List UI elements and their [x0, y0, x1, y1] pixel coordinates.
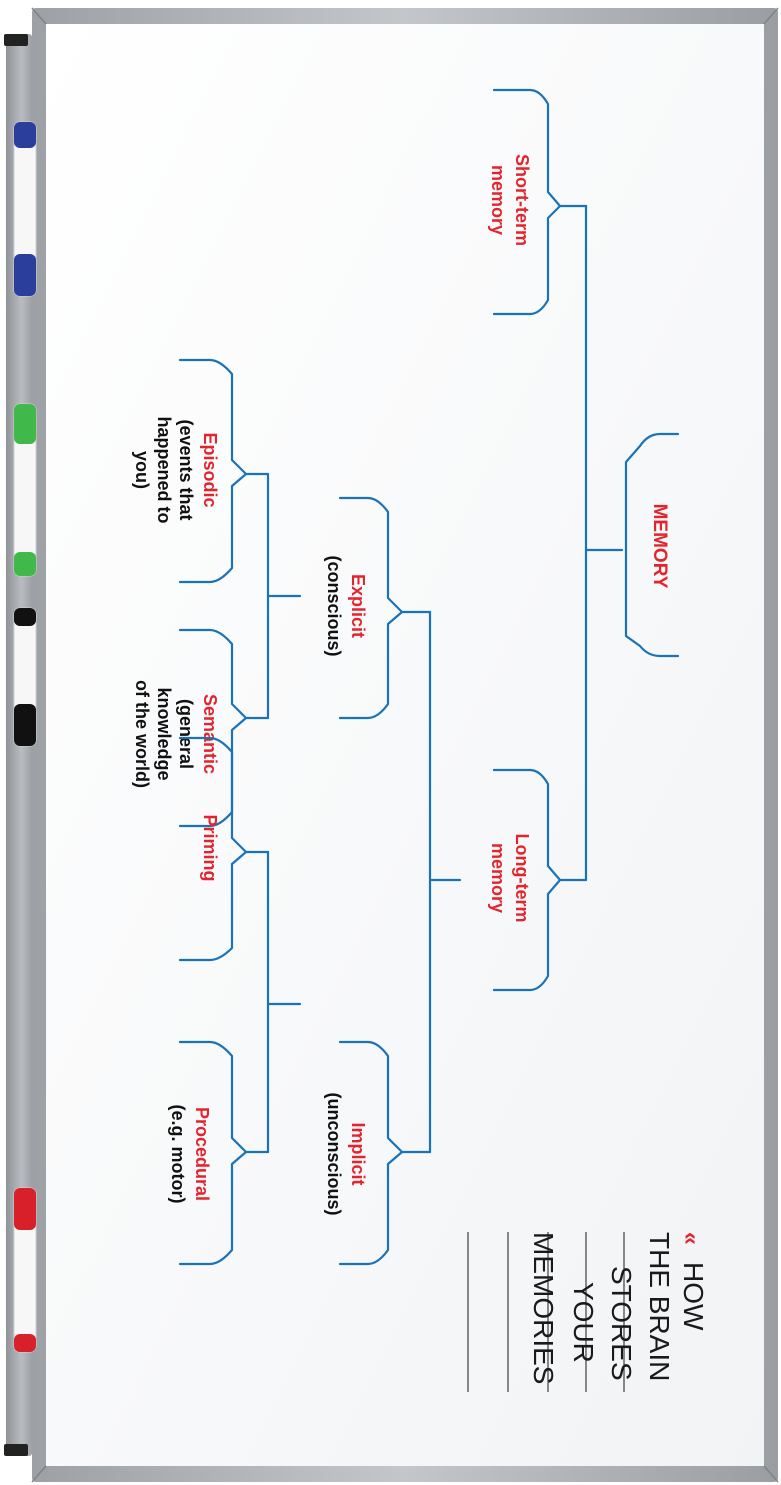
procedural-note: (e.g. motor)	[168, 1105, 188, 1204]
marker-green[interactable]	[13, 403, 37, 577]
tree-connectors	[266, 204, 624, 1154]
marker-cap	[14, 704, 36, 746]
semantic-note-line3: of the world)	[132, 680, 152, 788]
explicit-bracket	[338, 496, 432, 720]
node-memory: MEMORY	[624, 432, 680, 658]
procedural-label: Procedural	[192, 1107, 212, 1201]
marker-cap	[14, 404, 36, 444]
board-surface	[46, 24, 764, 1466]
semantic-bracket	[178, 628, 270, 828]
title-block: « HOW THE BRAIN STORES YOUR MEMORIES	[467, 1232, 709, 1392]
long-term-label-line1: Long-term	[512, 834, 532, 923]
tray-end-cap	[4, 1444, 28, 1456]
marker-cap	[14, 254, 36, 296]
procedural-bracket	[178, 1040, 270, 1266]
node-short-term: Short-term memory	[488, 88, 588, 316]
marker-cap	[14, 122, 36, 148]
priming-label: Priming	[200, 814, 220, 881]
long-term-bracket	[492, 768, 588, 992]
priming-bracket	[178, 736, 270, 962]
explicit-label: Explicit	[348, 574, 368, 638]
node-long-term: Long-term memory	[488, 768, 588, 992]
title-line-5: MEMORIES	[528, 1232, 559, 1384]
semantic-note-line2: knowledge	[154, 687, 174, 780]
frame-corner	[763, 1465, 779, 1483]
marker-blue[interactable]	[13, 121, 37, 297]
implicit-bracket	[338, 1040, 432, 1266]
node-procedural: Procedural (e.g. motor)	[168, 1040, 270, 1266]
short-term-label-line2: memory	[488, 165, 508, 235]
frame-corner	[31, 7, 47, 25]
long-term-label-line2: memory	[488, 843, 508, 913]
title-line-1: HOW	[678, 1262, 709, 1331]
explicit-note: (conscious)	[324, 555, 344, 656]
title-line-3: STORES	[606, 1266, 637, 1381]
marker-cap	[14, 552, 36, 576]
node-episodic: Episodic (events that happened to you)	[132, 358, 270, 584]
node-semantic: Semantic (general knowledge of the world…	[132, 628, 270, 828]
marker-cap	[14, 1334, 36, 1352]
episodic-note-line1: (events that	[176, 419, 196, 520]
marker-cap	[14, 608, 36, 626]
title-chevron: «	[679, 1232, 705, 1245]
episodic-note-line3: you)	[132, 451, 152, 489]
node-implicit: Implicit (unconscious)	[324, 1040, 432, 1266]
tray-end-cap	[4, 34, 28, 46]
marker-cap	[14, 1188, 36, 1230]
memory-label: MEMORY	[649, 504, 670, 589]
implicit-note: (unconscious)	[324, 1092, 344, 1215]
node-priming: Priming	[178, 736, 270, 962]
node-explicit: Explicit (conscious)	[324, 496, 432, 720]
title-line-4: YOUR	[568, 1282, 599, 1363]
semantic-label: Semantic	[200, 694, 220, 774]
frame-corner	[763, 7, 779, 25]
short-term-label-line1: Short-term	[512, 154, 532, 246]
implicit-label: Implicit	[348, 1122, 368, 1185]
title-line-2: THE BRAIN	[644, 1232, 675, 1381]
memory-bracket	[624, 432, 680, 658]
episodic-label: Episodic	[200, 432, 220, 507]
frame-corner	[31, 1465, 47, 1483]
episodic-note-line2: happened to	[154, 417, 174, 524]
marker-red[interactable]	[13, 1187, 37, 1353]
semantic-note-line1: (general	[176, 699, 196, 769]
marker-black[interactable]	[13, 607, 37, 747]
short-term-bracket	[492, 88, 588, 316]
episodic-bracket	[178, 358, 270, 584]
